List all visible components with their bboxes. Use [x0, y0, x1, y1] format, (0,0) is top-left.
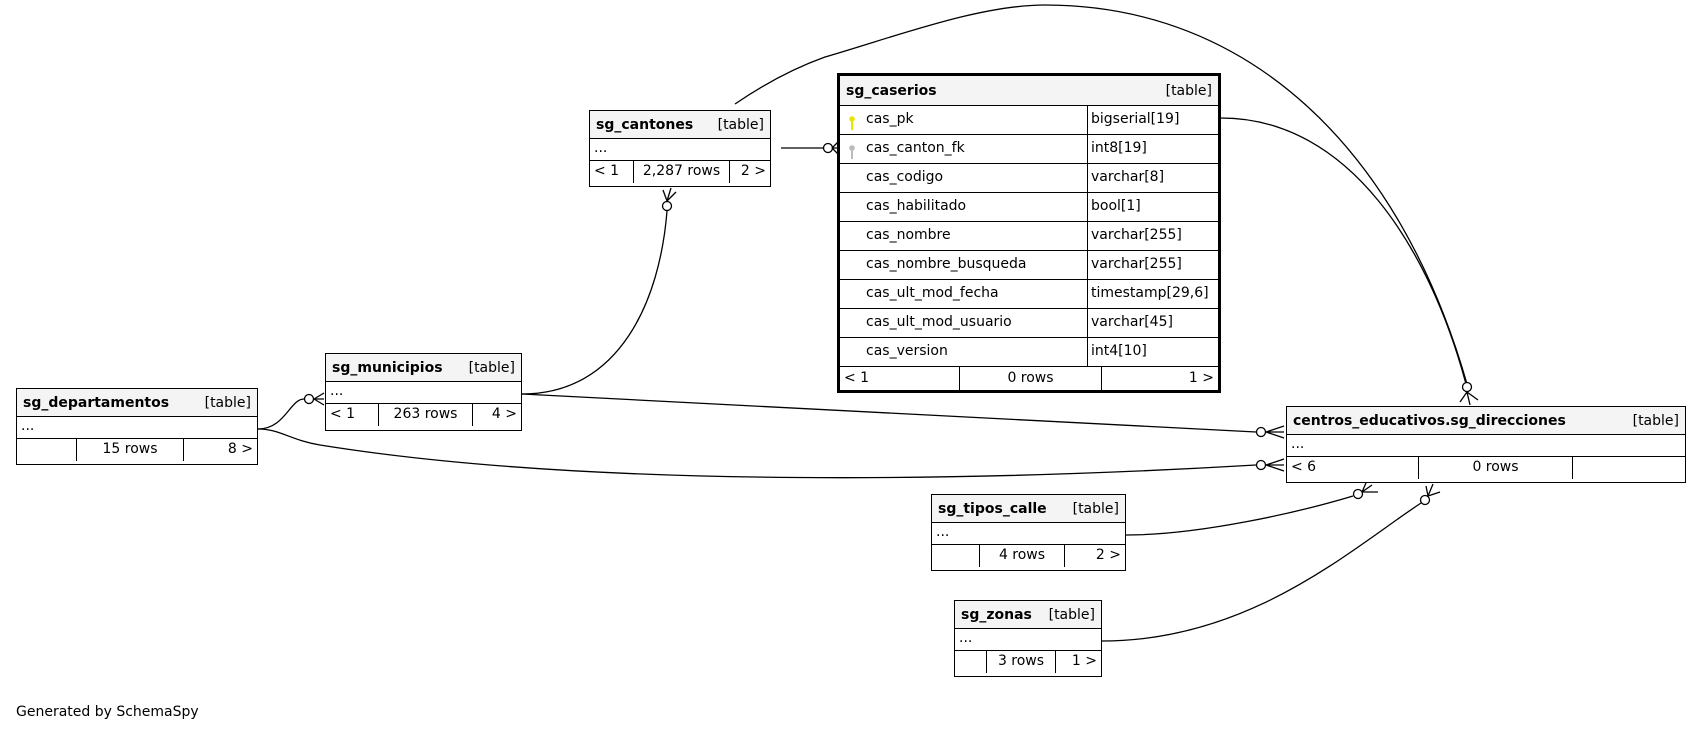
parents-link[interactable]	[955, 651, 987, 673]
foreign-key-icon	[849, 142, 855, 159]
column-row[interactable]: cas_nombre_busqueda varchar[255]	[840, 251, 1218, 280]
column-name: cas_codigo	[840, 164, 1088, 192]
table-name: sg_tipos_calle	[938, 500, 1047, 517]
parents-link[interactable]: < 1	[840, 367, 960, 391]
column-name-text: cas_ult_mod_fecha	[866, 285, 999, 301]
column-type: bigserial[19]	[1091, 111, 1180, 127]
row-count: 15 rows	[77, 439, 184, 461]
column-name-text: cas_nombre	[866, 227, 951, 243]
children-link[interactable]: 2 >	[1095, 547, 1121, 563]
column-row[interactable]: cas_pk bigserial[19]	[840, 106, 1218, 135]
table-tag: [table]	[1165, 82, 1212, 99]
row-count: 4 rows	[980, 545, 1065, 567]
table-tag: [table]	[1048, 606, 1095, 623]
table-tag: [table]	[1632, 412, 1679, 429]
table-name: sg_caserios	[846, 82, 937, 99]
row-count: 3 rows	[987, 651, 1056, 673]
table-name: sg_municipios	[332, 359, 443, 376]
columns-ellipsis: ...	[932, 523, 1125, 545]
columns-ellipsis: ...	[17, 417, 257, 439]
column-name: cas_canton_fk	[840, 135, 1088, 163]
column-row[interactable]: cas_codigo varchar[8]	[840, 164, 1218, 193]
row-count: 2,287 rows	[634, 161, 730, 183]
row-count: 0 rows	[960, 367, 1102, 391]
table-sg-tipos-calle[interactable]: sg_tipos_calle [table] ... 4 rows 2 >	[931, 494, 1126, 571]
column-type: varchar[45]	[1091, 314, 1173, 330]
column-type: varchar[255]	[1091, 256, 1182, 272]
parents-link[interactable]	[932, 545, 980, 567]
column-type: varchar[255]	[1091, 227, 1182, 243]
edge-municipios-cantones	[521, 210, 668, 395]
columns-ellipsis: ...	[955, 629, 1101, 651]
parents-link[interactable]: < 6	[1287, 457, 1419, 479]
column-name: cas_nombre_busqueda	[840, 251, 1088, 279]
parents-link[interactable]	[17, 439, 77, 461]
column-name-text: cas_nombre_busqueda	[866, 256, 1027, 272]
table-tag: [table]	[717, 116, 764, 133]
column-type: int8[19]	[1091, 140, 1147, 156]
edge-zonas-direcciones	[1101, 502, 1422, 642]
column-row[interactable]: cas_canton_fk int8[19]	[840, 135, 1218, 164]
edge-departamentos-direcciones	[257, 428, 1257, 479]
edge-cantones-direcciones	[734, 4, 1468, 385]
table-name: sg_departamentos	[23, 394, 170, 411]
column-name-text: cas_codigo	[866, 169, 944, 185]
edge-tipos-calle-direcciones	[1125, 495, 1354, 536]
table-sg-departamentos[interactable]: sg_departamentos [table] ... 15 rows 8 >	[16, 388, 258, 465]
column-name: cas_ult_mod_usuario	[840, 309, 1088, 337]
column-name-text: cas_pk	[866, 111, 914, 127]
table-tag: [table]	[1072, 500, 1119, 517]
column-name-text: cas_habilitado	[866, 198, 967, 214]
children-link[interactable]: 2 >	[740, 163, 766, 179]
zero-or-many-markers	[303, 141, 1479, 506]
edge-caserios-direcciones	[1220, 117, 1467, 385]
column-type: timestamp[29,6]	[1091, 285, 1209, 301]
edge-municipios-direcciones	[521, 393, 1257, 433]
table-name: centros_educativos.sg_direcciones	[1293, 412, 1566, 429]
table-tag: [table]	[204, 394, 251, 411]
children-link[interactable]	[1573, 457, 1685, 479]
parents-link[interactable]: < 1	[590, 161, 634, 183]
children-link[interactable]: 4 >	[491, 406, 517, 422]
table-name: sg_zonas	[961, 606, 1032, 623]
column-name-text: cas_ult_mod_usuario	[866, 314, 1012, 330]
column-row[interactable]: cas_nombre varchar[255]	[840, 222, 1218, 251]
column-name: cas_ult_mod_fecha	[840, 280, 1088, 308]
column-type: varchar[8]	[1091, 169, 1165, 185]
column-name: cas_nombre	[840, 222, 1088, 250]
column-name: cas_habilitado	[840, 193, 1088, 221]
children-link[interactable]: 1 >	[1071, 653, 1097, 669]
table-sg-zonas[interactable]: sg_zonas [table] ... 3 rows 1 >	[954, 600, 1102, 677]
parents-link[interactable]: < 1	[326, 404, 379, 426]
children-link[interactable]: 1 >	[1188, 370, 1214, 386]
columns-ellipsis: ...	[1287, 435, 1685, 457]
column-name: cas_pk	[840, 106, 1088, 134]
column-name: cas_version	[840, 338, 1088, 366]
column-row[interactable]: cas_habilitado bool[1]	[840, 193, 1218, 222]
table-name: sg_cantones	[596, 116, 694, 133]
edge-departamentos-municipios	[257, 398, 305, 430]
column-name-text: cas_canton_fk	[866, 140, 965, 156]
primary-key-icon	[849, 113, 855, 130]
column-row[interactable]: cas_ult_mod_fecha timestamp[29,6]	[840, 280, 1218, 309]
column-type: bool[1]	[1091, 198, 1141, 214]
generated-by-footer: Generated by SchemaSpy	[16, 704, 199, 720]
table-sg-direcciones[interactable]: centros_educativos.sg_direcciones [table]…	[1286, 406, 1686, 483]
columns-ellipsis: ...	[326, 382, 521, 404]
column-type: int4[10]	[1091, 343, 1147, 359]
row-count: 263 rows	[379, 404, 473, 426]
column-row[interactable]: cas_ult_mod_usuario varchar[45]	[840, 309, 1218, 338]
children-link[interactable]: 8 >	[227, 441, 253, 457]
row-count: 0 rows	[1419, 457, 1573, 479]
columns-ellipsis: ...	[590, 139, 770, 161]
table-tag: [table]	[468, 359, 515, 376]
column-name-text: cas_version	[866, 343, 948, 359]
column-row[interactable]: cas_version int4[10]	[840, 338, 1218, 367]
